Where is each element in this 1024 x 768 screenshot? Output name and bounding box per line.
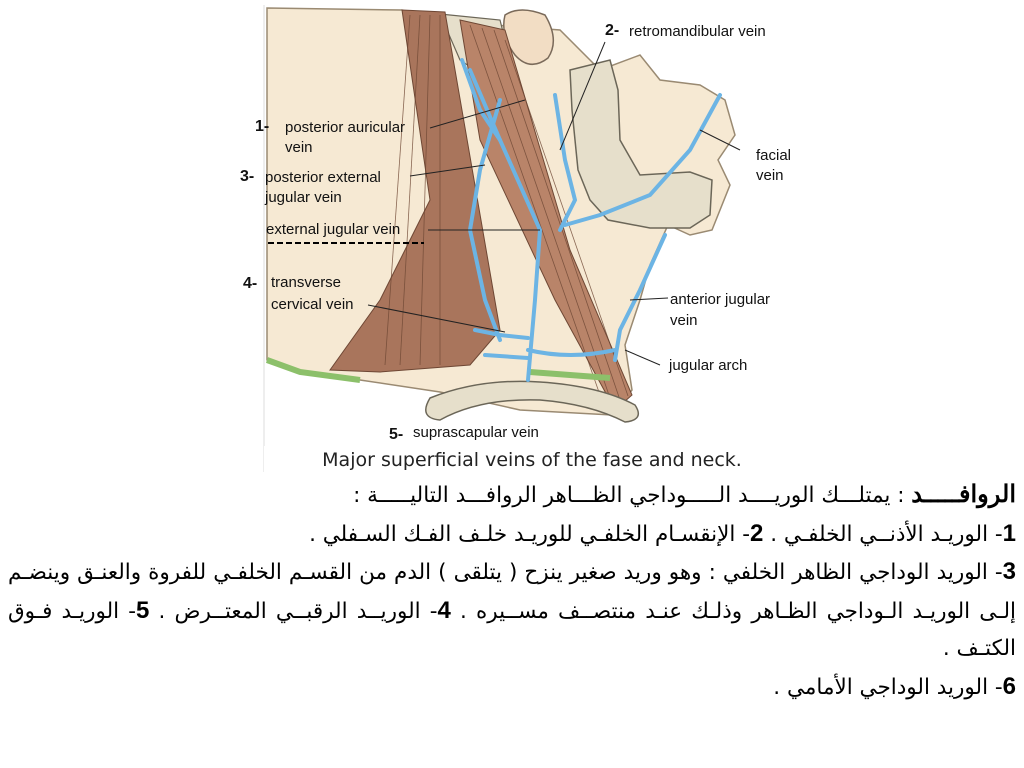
retromandibular-vein <box>553 93 578 232</box>
label-anterior-jugular: anterior jugular <box>670 291 771 308</box>
paragraph-items-3-5: 3- الوريد الوداجي الظاهر الخلفي : وهو ور… <box>8 553 1016 668</box>
paragraph-tributaries-heading: الروافـــــد : يمتلـــك الوريــــد الـــ… <box>8 476 1016 515</box>
label-posterior-external-jugular: jugular vein <box>265 189 342 206</box>
label-jugular-arch: jugular arch <box>669 357 748 374</box>
transverse-cervical-vein <box>473 328 530 340</box>
clavicle-bone <box>425 380 640 423</box>
label-facial-vein: vein <box>756 167 784 184</box>
label-number-3: 3- <box>240 168 255 185</box>
jugular-arch <box>526 348 617 357</box>
paragraph-item-6: 6- الوريد الوداجي الأمامي . <box>8 668 1016 707</box>
item-6-text: - الوريد الوداجي الأمامي . <box>773 674 1003 700</box>
label-posterior-external: posterior external <box>265 169 381 186</box>
heading-rest: : يمتلـــك الوريــــد الـــــوداجي الظــ… <box>353 483 912 508</box>
label-posterior-auricular: posterior auricular <box>285 119 406 136</box>
label-external-jugular: external jugular vein <box>266 221 401 238</box>
mandible-bone <box>569 59 713 229</box>
anatomy-figure: 1- posterior auricular vein 2- retromand… <box>240 5 800 474</box>
item-2-text: - الإنقسـام الخلفـي للوريـد خلـف الفـك ا… <box>309 521 750 547</box>
label-transverse-cervical: cervical vein <box>271 296 354 313</box>
label-suprascapular: suprascapular vein <box>413 424 539 441</box>
item-number-1: 1 <box>1002 519 1016 547</box>
item-1-text: - الوريـد الأذنــي الخلفـي . <box>763 521 1003 547</box>
neck-veins-illustration <box>263 5 741 472</box>
item-3-text: - الوريد الوداجي الظاهر الخلفي : وهو وري… <box>8 560 1016 624</box>
item-number-5: 5 <box>136 596 150 624</box>
leader-lines <box>367 41 741 366</box>
label-anterior-jugular-vein: vein <box>670 312 698 329</box>
body-text: الروافـــــد : يمتلـــك الوريــــد الـــ… <box>8 476 1016 706</box>
item-number-3: 3 <box>1002 558 1016 585</box>
item-4-text: - الوريــد الرقبــي المعتــرض . <box>149 598 438 624</box>
item-5-text: - الوريـد فـوق الكتـف . <box>8 598 1016 662</box>
label-posterior-auricular-vein: vein <box>285 139 313 156</box>
heading-tributaries: الروافـــــد <box>911 481 1016 508</box>
suprascapular-vein <box>483 353 530 360</box>
item-number-6: 6 <box>1002 672 1016 700</box>
label-facial: facial <box>756 147 792 164</box>
label-number-2: 2- <box>605 22 620 39</box>
label-number-4: 4- <box>243 275 258 292</box>
muscle-fibres <box>384 14 629 401</box>
cut-edge-bottom <box>529 369 611 381</box>
label-number-1: 1- <box>255 118 270 135</box>
label-retromandibular: retromandibular vein <box>629 23 766 40</box>
anterior-jugular-vein <box>613 233 667 362</box>
label-number-5: 5- <box>389 426 404 443</box>
label-transverse: transverse <box>271 274 342 291</box>
facial-vein <box>563 93 722 227</box>
cut-edge-top <box>265 357 361 383</box>
figure-caption: Major superficial veins of the fase and … <box>264 446 800 474</box>
item-number-4: 4 <box>437 596 451 624</box>
item-number-2: 2 <box>750 519 764 547</box>
paragraph-items-1-2: 1- الوريـد الأذنــي الخلفـي . 2- الإنقسـ… <box>8 515 1016 554</box>
